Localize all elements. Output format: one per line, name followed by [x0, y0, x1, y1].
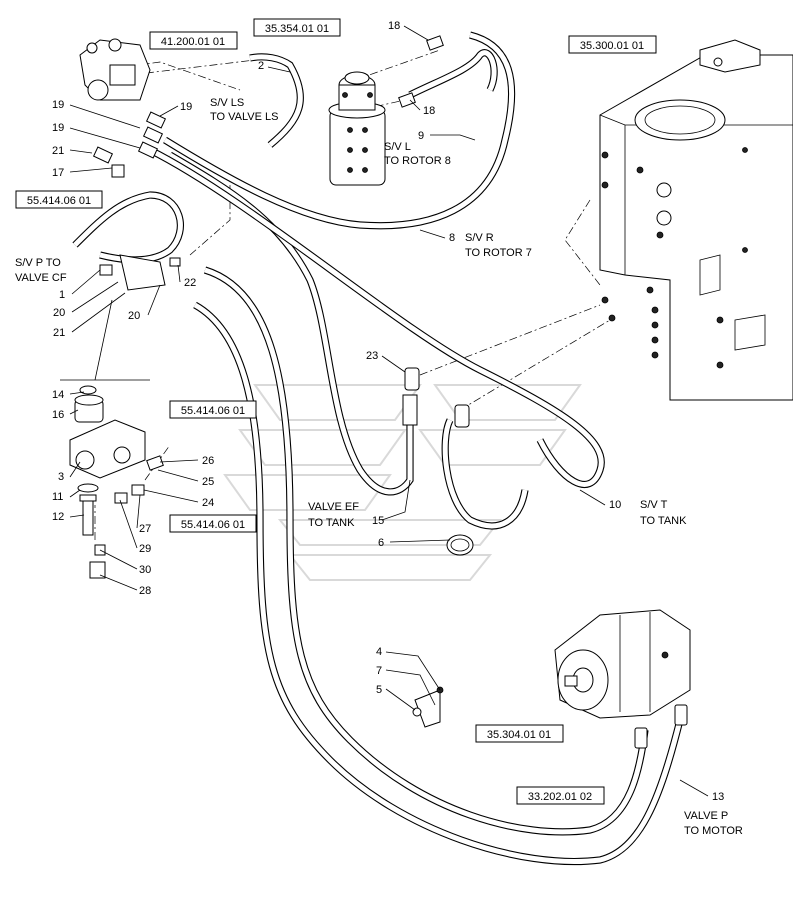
- hydraulic-tank: [599, 39, 793, 401]
- reference-box: 41.200.01 01: [149, 31, 238, 50]
- callout: 29: [139, 543, 151, 555]
- callout: 27: [139, 523, 151, 535]
- label-sv-t-1: S/V T: [640, 499, 668, 511]
- hose-lines: [72, 31, 684, 866]
- callout: 19: [180, 101, 192, 113]
- callout: 6: [378, 537, 384, 549]
- ref-55-414-a: 55.414.06 01: [27, 195, 91, 207]
- label-valve-p-2: TO MOTOR: [684, 825, 743, 837]
- callout: 2: [258, 60, 264, 72]
- callout: 16: [52, 409, 64, 421]
- bracket-clamp: [412, 686, 444, 728]
- ref-33-202: 33.202.01 02: [528, 791, 592, 803]
- label-valve-ef-1: VALVE EF: [308, 501, 359, 513]
- callout: 14: [52, 389, 64, 401]
- reference-box: 35.304.01 01: [475, 724, 564, 743]
- callout: 7: [376, 665, 382, 677]
- callout: 9: [418, 130, 424, 142]
- hose-labels: S/V LS TO VALVE LS S/V L TO ROTOR 8 S/V …: [15, 97, 743, 837]
- reference-box: 55.414.06 01: [15, 190, 103, 209]
- callout: 24: [202, 497, 214, 509]
- label-sv-l-2: TO ROTOR 8: [384, 155, 451, 167]
- callout: 20: [53, 307, 65, 319]
- callout: 25: [202, 476, 214, 488]
- reference-box: 33.202.01 02: [516, 786, 605, 805]
- callout: 10: [609, 499, 621, 511]
- callout: 18: [423, 105, 435, 117]
- callout: 12: [52, 511, 64, 523]
- reference-box: 35.354.01 01: [253, 18, 341, 37]
- callout: 17: [52, 167, 64, 179]
- callout: 21: [52, 145, 64, 157]
- label-sv-ls-1: S/V LS: [210, 97, 244, 109]
- label-sv-t-2: TO TANK: [640, 515, 687, 527]
- hydraulic-motor: [554, 609, 691, 749]
- ref-35-300: 35.300.01 01: [580, 40, 644, 52]
- label-sv-l-1: S/V L: [384, 141, 411, 153]
- rotary-swivel: [328, 71, 386, 186]
- callout: 4: [376, 646, 382, 658]
- callout: 3: [58, 471, 64, 483]
- callout: 22: [184, 277, 196, 289]
- reference-box: 55.414.06 01: [169, 514, 257, 533]
- label-valve-p-1: VALVE P: [684, 810, 728, 822]
- valve-block: [79, 38, 151, 101]
- callout: 30: [139, 564, 151, 576]
- callout: 19: [52, 122, 64, 134]
- ref-35-354: 35.354.01 01: [265, 23, 329, 35]
- callout: 23: [366, 350, 378, 362]
- label-sv-r-2: TO ROTOR 7: [465, 247, 532, 259]
- callout: 5: [376, 684, 382, 696]
- leader-lines: [60, 25, 709, 797]
- reference-box: 35.300.01 01: [568, 35, 657, 54]
- label-sv-ls-2: TO VALVE LS: [210, 111, 278, 123]
- valve-assembly-parts: [69, 385, 164, 579]
- callout: 18: [388, 20, 400, 32]
- label-sv-p-1: S/V P TO: [15, 257, 61, 269]
- callout: 28: [139, 585, 151, 597]
- ref-55-414-b: 55.414.06 01: [181, 405, 245, 417]
- callout: 21: [53, 327, 65, 339]
- reference-box: 55.414.06 01: [169, 400, 257, 419]
- watermark-logo: [223, 384, 582, 581]
- ref-35-304: 35.304.01 01: [487, 729, 551, 741]
- label-valve-ef-2: TO TANK: [308, 517, 355, 529]
- callout: 8: [449, 232, 455, 244]
- callout: 19: [52, 99, 64, 111]
- callout: 26: [202, 455, 214, 467]
- ref-41-200: 41.200.01 01: [161, 36, 225, 48]
- callout-numbers: 18 2 19 19 19 21 17 18 9 8 1 20 21 22 20…: [52, 20, 724, 803]
- callout: 13: [712, 791, 724, 803]
- o-ring: [446, 534, 474, 556]
- callout: 15: [372, 515, 384, 527]
- label-sv-r-1: S/V R: [465, 232, 494, 244]
- callout: 1: [59, 289, 65, 301]
- callout: 20: [128, 310, 140, 322]
- callout: 11: [52, 491, 63, 503]
- ref-55-414-c: 55.414.06 01: [181, 519, 245, 531]
- label-sv-p-2: VALVE CF: [15, 272, 67, 284]
- fittings: [92, 35, 470, 428]
